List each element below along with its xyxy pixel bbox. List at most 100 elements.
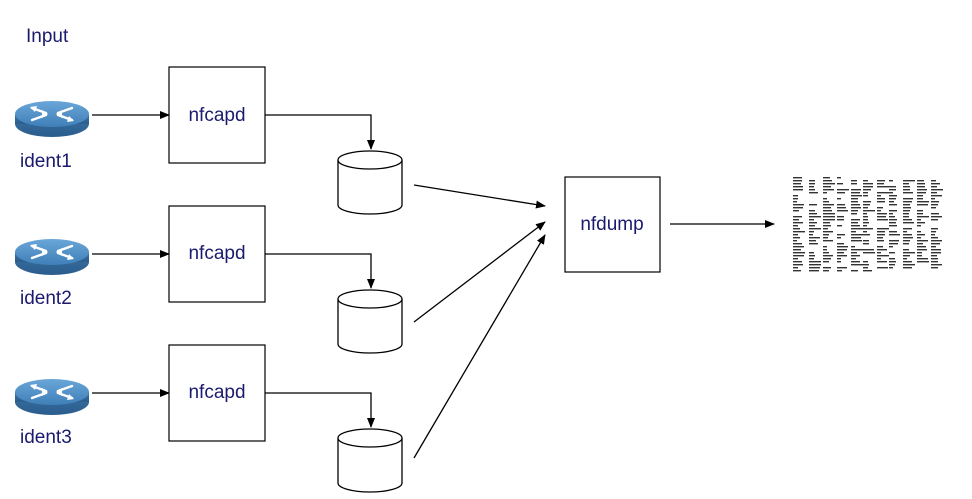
output-text-fragment	[863, 270, 872, 272]
nfdump-label: nfdump	[580, 214, 643, 235]
output-text-fragment	[809, 219, 814, 221]
output-text-fragment	[863, 213, 867, 215]
output-text-fragment	[809, 258, 814, 260]
output-text-fragment	[889, 243, 898, 245]
output-text-fragment	[917, 231, 921, 233]
nfcapd-label-3: nfcapd	[188, 382, 245, 403]
output-text-fragment	[863, 216, 868, 218]
output-text-fragment	[917, 234, 925, 236]
output-text-fragment	[931, 231, 936, 233]
output-text-fragment	[823, 267, 831, 269]
output-text-fragment	[931, 255, 937, 257]
output-text-fragment	[903, 261, 912, 263]
output-text-fragment	[931, 234, 935, 236]
output-text-fragment	[931, 195, 942, 197]
output-text-fragment	[793, 243, 802, 245]
output-text-fragment	[917, 249, 927, 251]
output-text-fragment	[809, 243, 818, 245]
edge-storage3-to-nfdump	[413, 234, 546, 459]
router-ident3: ident3	[15, 379, 89, 448]
output-text-fragment	[863, 243, 869, 245]
output-text-fragment	[917, 186, 925, 188]
output-text-fragment	[851, 198, 858, 200]
output-text-fragment	[917, 210, 923, 212]
output-text-fragment	[837, 267, 847, 269]
output-text-fragment	[931, 186, 937, 188]
output-text-fragment	[903, 222, 914, 224]
output-text-fragment	[793, 183, 801, 185]
output-text-fragment	[903, 204, 910, 206]
output-text-fragment	[823, 240, 833, 242]
output-text-fragment	[931, 240, 942, 242]
output-text-fragment	[809, 180, 815, 182]
output-text-fragment	[793, 207, 803, 209]
output-text-fragment	[877, 192, 889, 194]
output-text-fragment	[793, 210, 799, 212]
output-text-fragment	[823, 252, 829, 254]
output-text-fragment	[851, 264, 863, 266]
output-text-fragment	[889, 261, 896, 263]
output-text-fragment	[823, 204, 834, 206]
output-text-fragment	[903, 240, 910, 242]
output-text-fragment	[823, 261, 829, 263]
output-text-fragment	[809, 240, 816, 242]
output-text-fragment	[837, 189, 849, 191]
output-text-fragment	[917, 246, 926, 248]
output-text-fragment	[809, 237, 820, 239]
output-text-fragment	[837, 255, 847, 257]
nfcapd-box-3: nfcapd	[168, 344, 266, 442]
output-text-fragment	[877, 246, 883, 248]
output-text-fragment	[793, 270, 801, 272]
output-text-fragment	[917, 180, 924, 182]
output-text-fragment	[889, 264, 895, 266]
text-output-icon	[793, 177, 943, 272]
output-text-fragment	[863, 195, 868, 197]
output-text-fragment	[793, 219, 799, 221]
output-text-fragment	[823, 192, 827, 194]
output-text-fragment	[889, 219, 897, 221]
output-text-fragment	[931, 267, 938, 269]
output-text-fragment	[889, 240, 899, 242]
router-ident1: ident1	[15, 101, 89, 172]
output-text-fragment	[793, 180, 802, 182]
output-text-fragment	[917, 225, 921, 227]
output-text-fragment	[877, 219, 888, 221]
output-text-fragment	[809, 186, 814, 188]
output-text-fragment	[863, 252, 875, 254]
output-text-fragment	[903, 249, 909, 251]
output-text-fragment	[889, 267, 893, 269]
router-icon	[15, 101, 89, 137]
output-text-fragment	[889, 246, 893, 248]
output-text-fragment	[809, 252, 814, 254]
output-text-fragment	[851, 246, 855, 248]
database-icon	[337, 289, 403, 354]
output-text-fragment	[877, 255, 889, 257]
output-text-fragment	[877, 210, 881, 212]
output-text-fragment	[837, 207, 846, 209]
output-text-fragment	[863, 210, 875, 212]
output-text-fragment	[931, 252, 941, 254]
output-text-fragment	[917, 189, 927, 191]
output-text-fragment	[793, 255, 804, 257]
output-text-fragment	[877, 201, 885, 203]
output-text-fragment	[877, 240, 884, 242]
output-text-fragment	[851, 258, 856, 260]
output-text-fragment	[851, 240, 862, 242]
output-text-fragment	[877, 183, 884, 185]
output-text-fragment	[851, 237, 861, 239]
output-text-fragment	[931, 207, 936, 209]
output-text-fragment	[917, 192, 926, 194]
output-text-fragment	[851, 210, 858, 212]
output-text-fragment	[917, 183, 925, 185]
output-text-fragment	[793, 240, 797, 242]
output-text-fragment	[877, 231, 885, 233]
output-text-fragment	[877, 258, 881, 260]
output-text-fragment	[917, 204, 928, 206]
output-text-fragment	[889, 258, 895, 260]
output-text-fragment	[823, 189, 834, 191]
output-text-fragment	[809, 231, 814, 233]
output-text-fragment	[823, 201, 829, 203]
output-text-fragment	[823, 249, 827, 251]
output-text-fragment	[931, 180, 936, 182]
